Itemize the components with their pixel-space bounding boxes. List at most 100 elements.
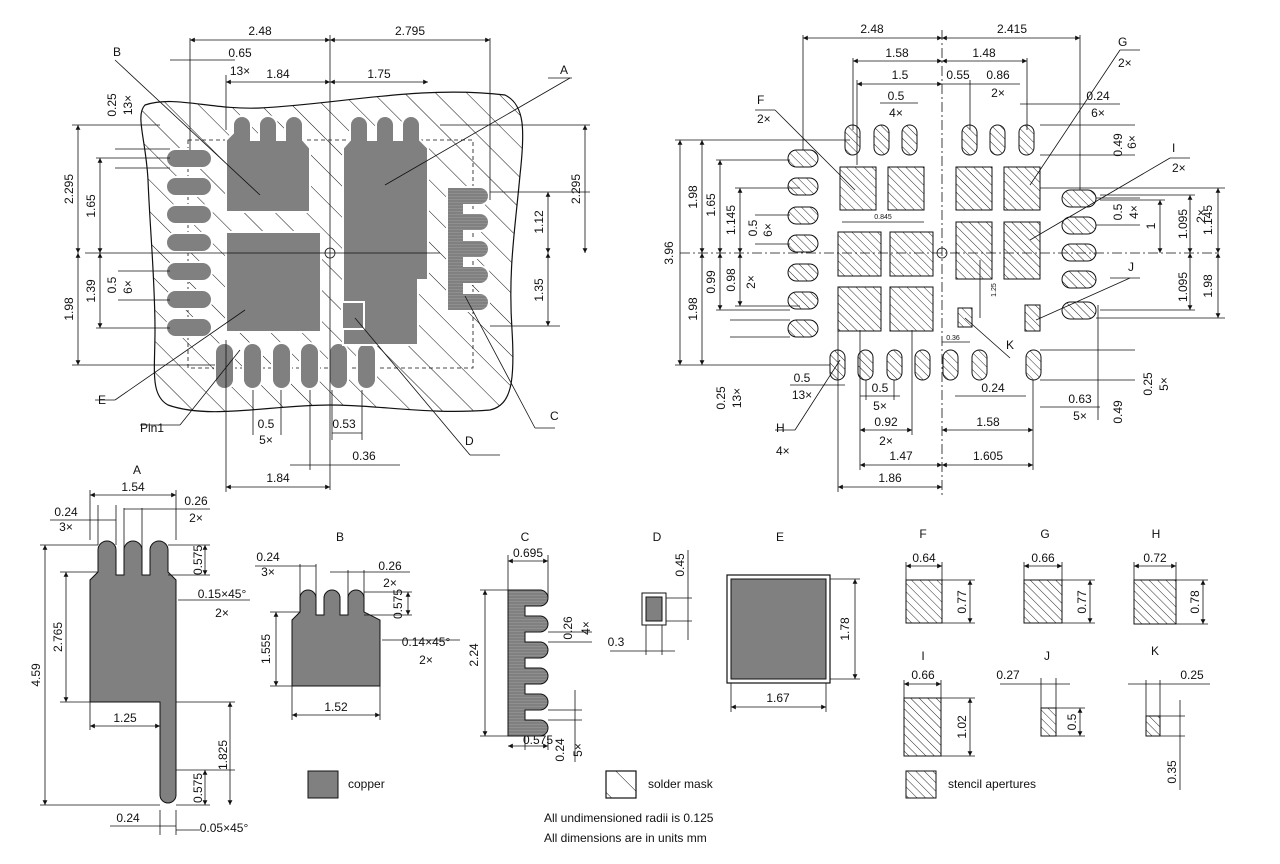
dim-right-right-9: 0.25 <box>1141 372 1155 396</box>
dim-right-bottom-3: 0.5 <box>872 381 889 395</box>
dim-left-side-7: 0.5 <box>105 276 119 293</box>
dim-right-left-12: 13× <box>730 388 744 408</box>
svg-text:0.575: 0.575 <box>523 733 553 747</box>
svg-text:5×: 5× <box>571 743 585 757</box>
dim-right-top-10: 2× <box>991 86 1005 100</box>
dim-right-bottom-12: 0.63 <box>1068 392 1092 406</box>
dim-right-left-5: 0.5 <box>746 219 760 236</box>
label-f: F <box>757 93 764 107</box>
detail-j: J 0.27 0.5 <box>996 649 1085 737</box>
svg-text:2×: 2× <box>383 576 397 590</box>
detail-j-label: J <box>1044 649 1050 663</box>
bottom-pads <box>214 342 377 390</box>
svg-text:1.52: 1.52 <box>324 700 348 714</box>
right-view: 2.48 2.415 1.58 1.48 1.5 0.55 0.86 2× 0.… <box>662 22 1225 495</box>
dim-left-side-8: 6× <box>121 280 135 294</box>
label-i-count: 2× <box>1172 161 1186 175</box>
legend-copper: copper <box>348 777 385 791</box>
detail-k: K 0.25 0.35 <box>1128 644 1210 790</box>
svg-text:1.555: 1.555 <box>259 634 273 664</box>
dim-left-bottom-4: 0.36 <box>352 449 376 463</box>
note-radii: All undimensioned radii is 0.125 <box>544 811 714 825</box>
dim-right-left-11: 0.25 <box>714 386 728 410</box>
dim-left-bottom-5: 1.84 <box>266 471 290 485</box>
detail-h-label: H <box>1152 527 1161 541</box>
dim-left-right-1: 1.12 <box>532 210 546 234</box>
dim-right-right-7: 1.095 <box>1176 272 1190 302</box>
svg-text:0.14×45°: 0.14×45° <box>402 635 451 649</box>
detail-b-label: B <box>336 530 344 544</box>
dim-left-side-1: 0.25 <box>105 93 119 117</box>
dim-right-bottom-13: 5× <box>1073 409 1087 423</box>
detail-a: A 1.54 0.24 3× 0.26 2× 0.575 0.15×45° 2×… <box>29 463 250 835</box>
dim-right-top-2: 2.415 <box>997 22 1027 36</box>
note-units: All dimensions are in units mm <box>544 831 707 845</box>
dim-left-right-2: 2.295 <box>569 174 583 204</box>
svg-text:0.64: 0.64 <box>912 551 936 565</box>
svg-text:0.35: 0.35 <box>1165 760 1179 784</box>
dim-right-right-4: 1.095 <box>1176 209 1190 239</box>
dim-left-top-4: 13× <box>230 64 250 78</box>
svg-text:2.24: 2.24 <box>467 643 481 667</box>
detail-e-label: E <box>776 530 784 544</box>
label-b: B <box>113 45 121 59</box>
svg-text:0.66: 0.66 <box>911 668 935 682</box>
legend-stencil-swatch <box>905 770 937 799</box>
svg-text:4×: 4× <box>579 621 593 635</box>
detail-h: H 0.72 0.78 <box>1133 527 1208 625</box>
detail-d: D 0.45 0.3 <box>608 530 692 655</box>
label-pin1: Pin1 <box>140 421 164 435</box>
dim-right-left-13: 0.845 <box>874 214 892 221</box>
dim-left-right-3: 1.35 <box>532 278 546 302</box>
detail-c: C 0.695 0.26 4× 2.24 0.575 0.24 5× <box>467 530 593 762</box>
dim-left-top-2: 2.795 <box>395 24 425 38</box>
dim-right-bottom-8: 1.86 <box>878 471 902 485</box>
dim-right-top-13: 0.49 <box>1111 133 1125 157</box>
notes: All undimensioned radii is 0.125 All dim… <box>544 811 714 845</box>
dim-right-right-5: 2× <box>1194 209 1208 223</box>
detail-g: G 0.66 0.77 <box>1023 527 1095 624</box>
legend-copper-swatch <box>307 770 339 799</box>
dim-right-bottom-1: 0.5 <box>794 371 811 385</box>
svg-text:3×: 3× <box>59 520 73 534</box>
svg-text:0.26: 0.26 <box>561 616 575 640</box>
legend: copper solder mask stencil apertures <box>307 770 1036 799</box>
dim-right-top-11: 0.24 <box>1086 89 1110 103</box>
dim-right-bottom-4: 5× <box>873 399 887 413</box>
dim-left-bottom-3: 0.53 <box>332 417 356 431</box>
dim-right-right-1: 0.5 <box>1111 203 1125 220</box>
dim-right-bottom-9: 0.24 <box>981 381 1005 395</box>
dim-left-side-4: 1.65 <box>84 194 98 218</box>
detail-b: B 0.24 3× 0.26 2× 0.575 0.14×45° 2× 1.55… <box>255 530 460 720</box>
dim-left-side-3: 2.295 <box>62 174 76 204</box>
svg-text:1.67: 1.67 <box>766 691 790 705</box>
dim-right-bottom-10: 1.58 <box>976 415 1000 429</box>
dim-right-top-3: 1.58 <box>885 46 909 60</box>
detail-i-label: I <box>921 649 924 663</box>
label-a: A <box>560 63 568 77</box>
svg-text:2.765: 2.765 <box>51 622 65 652</box>
label-i: I <box>1172 141 1175 155</box>
dim-right-left-3: 1.65 <box>704 193 718 217</box>
svg-text:0.26: 0.26 <box>184 494 208 508</box>
dim-right-left-10: 1.98 <box>686 297 700 321</box>
label-k: K <box>1006 338 1014 352</box>
dim-right-right-3: 1 <box>1144 222 1158 229</box>
label-d: D <box>465 434 474 448</box>
label-g-count: 2× <box>1118 56 1132 70</box>
label-g: G <box>1118 35 1127 49</box>
svg-text:0.24: 0.24 <box>116 811 140 825</box>
dim-right-right-6: 1.145 <box>1201 205 1215 235</box>
svg-text:1.25: 1.25 <box>113 711 137 725</box>
svg-text:0.27: 0.27 <box>996 668 1020 682</box>
dim-left-side-5: 1.39 <box>84 279 98 303</box>
pad-e <box>225 231 322 333</box>
dim-left-top-5: 1.84 <box>266 67 290 81</box>
dim-right-bottom-16: 0.36 <box>946 335 960 342</box>
dim-right-right-8: 1.98 <box>1201 274 1215 298</box>
legend-mask-swatch <box>605 770 637 799</box>
dim-right-left-8: 0.98 <box>724 268 738 292</box>
svg-text:0.66: 0.66 <box>1031 551 1055 565</box>
legend-stencil: stencil apertures <box>948 777 1036 791</box>
svg-text:1.78: 1.78 <box>838 617 852 641</box>
